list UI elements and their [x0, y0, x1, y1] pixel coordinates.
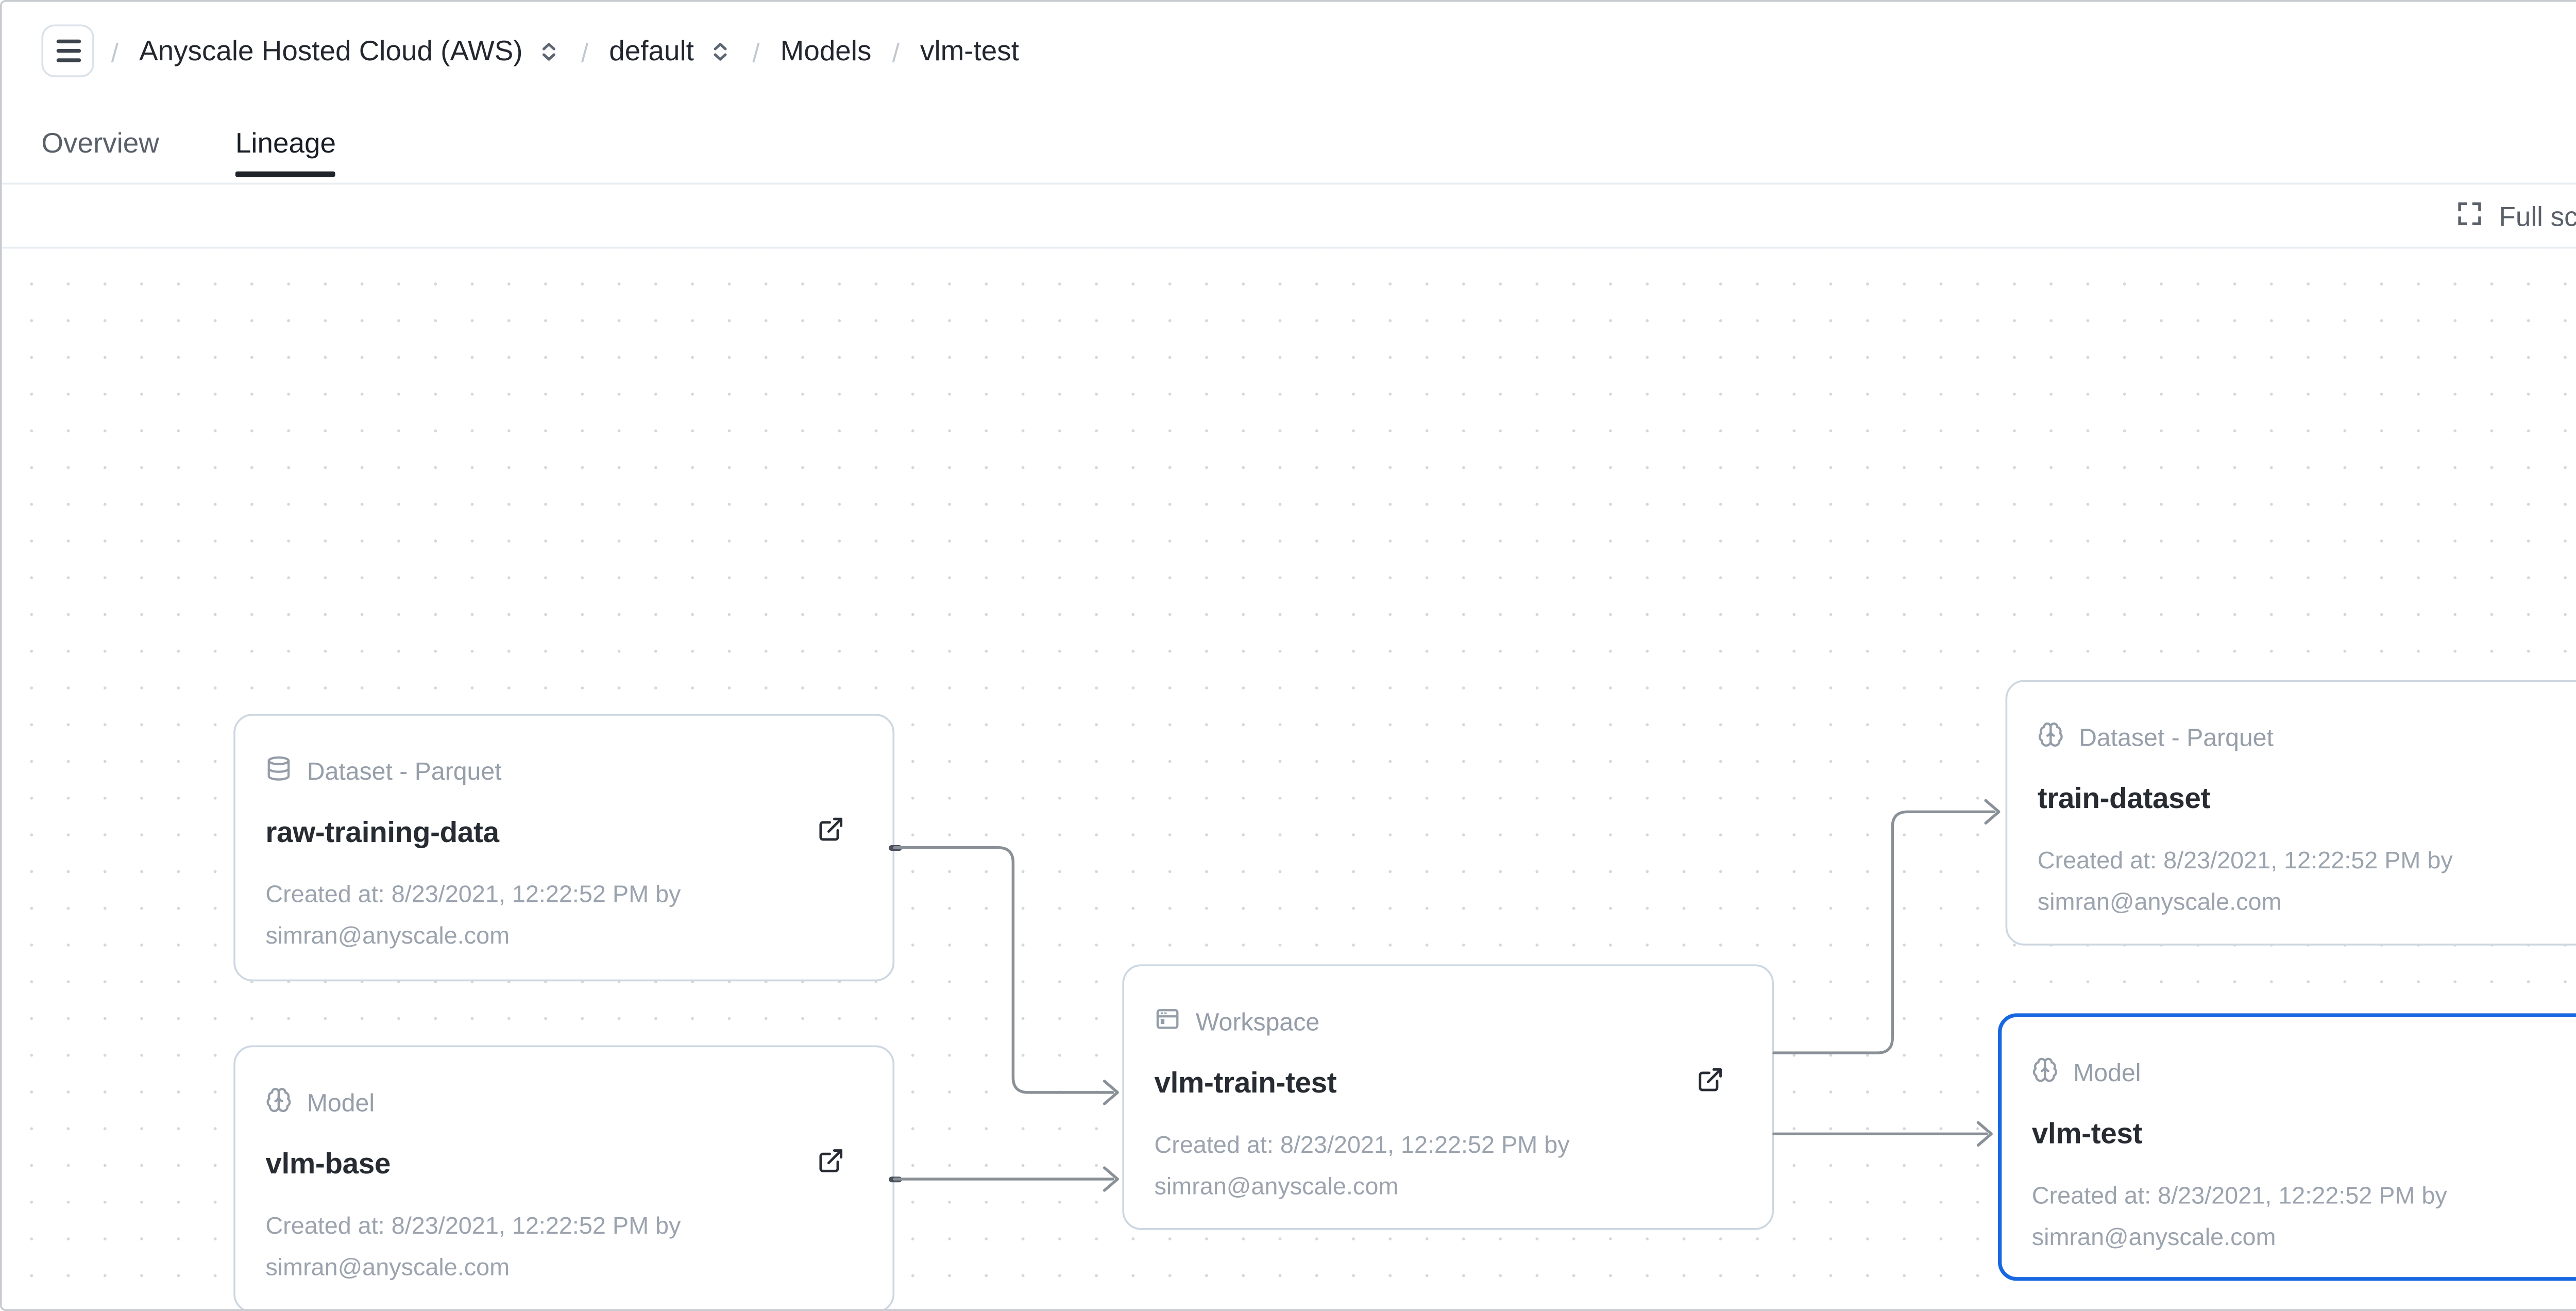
external-link-icon — [816, 1147, 843, 1180]
breadcrumb-item-project[interactable]: default — [609, 36, 732, 68]
arrowhead-icon — [1976, 1121, 1993, 1147]
hamburger-menu-button[interactable] — [41, 24, 94, 77]
source-handle[interactable] — [888, 845, 901, 850]
breadcrumb-separator: / — [752, 37, 760, 67]
brain-icon — [2038, 721, 2064, 753]
node-type-label: Workspace — [1195, 1007, 1320, 1036]
hamburger-menu-icon — [55, 40, 80, 43]
node-title: vlm-base — [265, 1149, 391, 1181]
full-screen-button[interactable]: Full screen — [2455, 199, 2576, 235]
lineage-node-vlm-test[interactable]: Model vlm-test Created at: 8/23/2021, 12… — [1997, 1013, 2576, 1281]
breadcrumb-label: Models — [780, 36, 872, 68]
node-created-text: Created at: 8/23/2021, 12:22:52 PM by si… — [265, 879, 681, 950]
node-title: train-dataset — [2037, 783, 2211, 816]
tab-lineage[interactable]: Lineage — [235, 102, 336, 184]
lineage-node-raw-training-data[interactable]: Dataset - Parquet raw-training-data Crea… — [233, 714, 901, 982]
lineage-node-train-dataset[interactable]: Dataset - Parquet train-dataset Created … — [2005, 680, 2576, 946]
node-created-text: Created at: 8/23/2021, 12:22:52 PM by si… — [2037, 846, 2453, 916]
node-title: raw-training-data — [265, 817, 499, 850]
chevron-updown-icon — [536, 40, 561, 64]
arrowhead-icon — [1103, 1080, 1119, 1105]
brain-icon — [265, 1087, 292, 1119]
tab-bar: Overview Lineage — [2, 102, 2576, 185]
active-tab-underline — [235, 172, 336, 177]
canvas-toolbar: Full screen — [2, 186, 2576, 249]
source-handle[interactable] — [888, 1176, 901, 1182]
breadcrumb-item-models[interactable]: Models — [781, 36, 872, 68]
breadcrumb-label: Anyscale Hosted Cloud (AWS) — [139, 36, 523, 68]
node-created-text: Created at: 8/23/2021, 12:22:52 PM by si… — [265, 1211, 681, 1281]
edge-raw-training-data-to-vlm-train-test — [893, 846, 1114, 1094]
lineage-canvas[interactable]: Dataset - Parquet raw-training-data Crea… — [2, 248, 2576, 1309]
chevron-updown-icon — [707, 40, 732, 64]
breadcrumb-item-cloud[interactable]: Anyscale Hosted Cloud (AWS) — [139, 36, 561, 68]
breadcrumb: / Anyscale Hosted Cloud (AWS) / default … — [111, 2, 1019, 102]
node-type-label: Model — [307, 1088, 375, 1117]
lineage-node-vlm-base[interactable]: Model vlm-base Created at: 8/23/2021, 12… — [233, 1045, 901, 1309]
open-external-link-button[interactable] — [816, 1147, 843, 1180]
breadcrumb-separator: / — [581, 37, 589, 67]
breadcrumb-item-current[interactable]: vlm-test — [920, 36, 1019, 68]
breadcrumb-label: vlm-test — [920, 36, 1019, 68]
brain-icon — [2032, 1056, 2058, 1088]
external-link-icon — [816, 816, 843, 849]
expand-icon — [2455, 199, 2484, 235]
breadcrumb-label: default — [609, 36, 694, 68]
node-type-label: Model — [2073, 1058, 2141, 1087]
external-link-icon — [1696, 1066, 1723, 1099]
node-title: vlm-test — [2031, 1119, 2143, 1151]
node-title: vlm-train-test — [1154, 1068, 1337, 1100]
breadcrumb-separator: / — [111, 37, 118, 67]
database-icon — [265, 755, 292, 787]
lineage-node-vlm-train-test[interactable]: Workspace vlm-train-test Created at: 8/2… — [1122, 964, 1774, 1230]
top-bar: / Anyscale Hosted Cloud (AWS) / default … — [2, 2, 2576, 102]
breadcrumb-separator: / — [892, 37, 900, 67]
open-external-link-button[interactable] — [816, 816, 843, 849]
tab-overview[interactable]: Overview — [41, 127, 159, 159]
app-window-icon — [1155, 1006, 1181, 1038]
node-created-text: Created at: 8/23/2021, 12:22:52 PM by si… — [1154, 1130, 1570, 1200]
arrowhead-icon — [1103, 1166, 1119, 1192]
node-created-text: Created at: 8/23/2021, 12:22:52 PM by si… — [2031, 1181, 2447, 1251]
edge-vlm-train-test-to-train-dataset — [1772, 810, 1996, 1054]
open-external-link-button[interactable] — [1696, 1066, 1723, 1099]
arrowhead-icon — [1984, 799, 2001, 825]
node-type-label: Dataset - Parquet — [307, 757, 502, 786]
node-type-label: Dataset - Parquet — [2079, 723, 2274, 752]
